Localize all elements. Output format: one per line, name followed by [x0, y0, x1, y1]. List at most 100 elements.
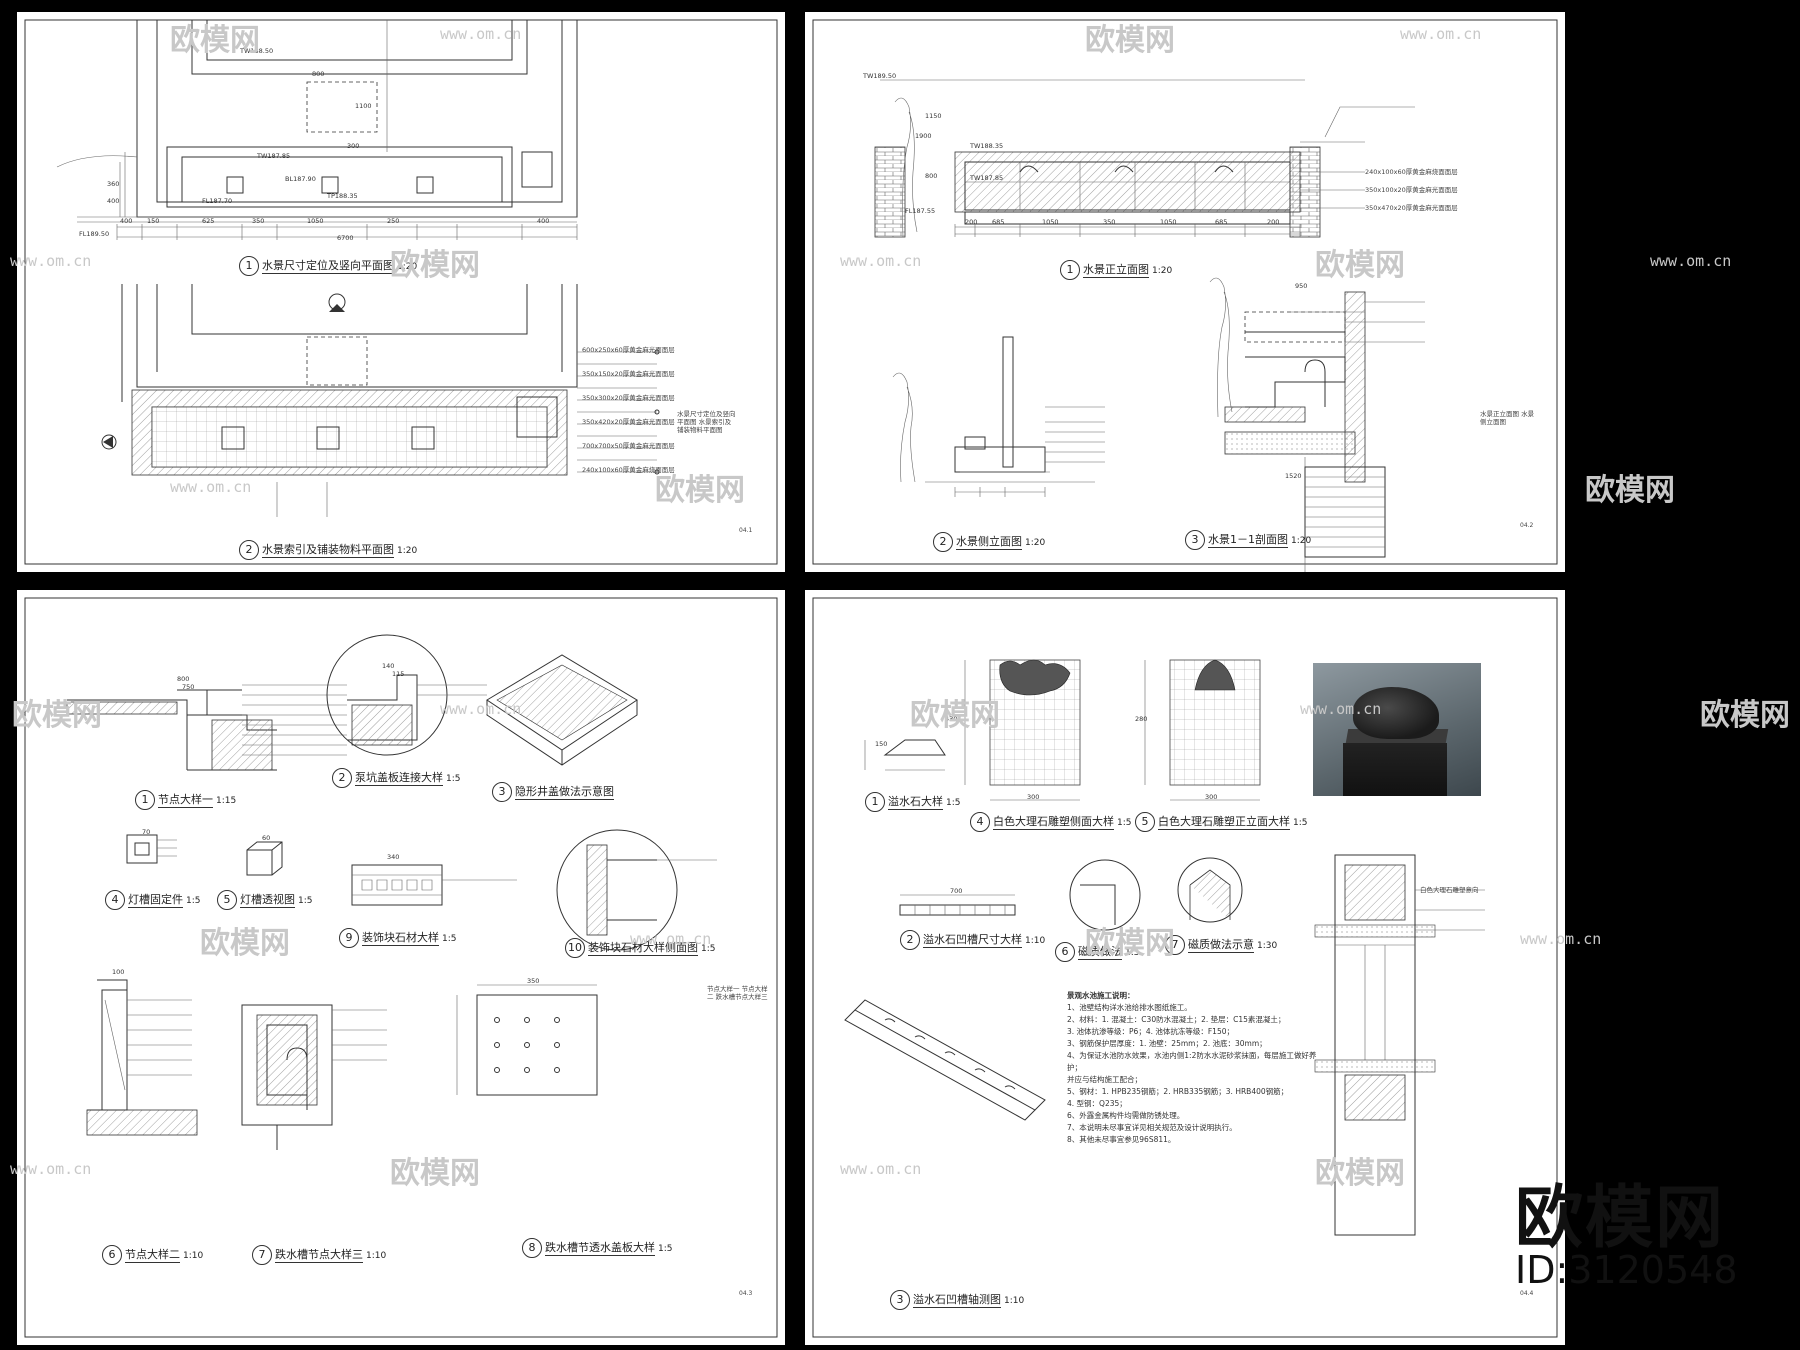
- note-line: 6、外露金属构件均需做防锈处理。: [1067, 1111, 1185, 1120]
- level-label: TW189.50: [863, 72, 897, 80]
- note-line: 2、材料：1. 混凝土：C30防水混凝土；2. 垫层：C15素混凝土；: [1067, 1015, 1286, 1024]
- drawing-number: 2: [332, 768, 352, 788]
- drawing-number: 5: [217, 890, 237, 910]
- material-note: 白色大理石雕塑意向: [1420, 886, 1479, 894]
- dim-label: 625: [202, 217, 215, 225]
- watermark-url: www.om.cn: [1650, 252, 1732, 270]
- dim-label: 1520: [1285, 472, 1302, 480]
- dim-label: 400: [107, 197, 120, 205]
- drawing-scale: 1:20: [397, 262, 418, 272]
- dim-label: 340: [387, 853, 400, 861]
- drawing-number: 8: [522, 1238, 542, 1258]
- drawing-label: 隐形井盖做法示意图: [515, 785, 614, 800]
- drawing-number: 2: [933, 532, 953, 552]
- brand-logo: 欧模网: [1515, 1179, 1726, 1258]
- drawing-number: 4: [970, 812, 990, 832]
- dim-label: 950: [1295, 282, 1308, 290]
- drawing-label: 跌水槽节点大样三: [275, 1248, 363, 1263]
- note-line: 4、为保证水池防水效果，水池内侧1:2防水水泥砂浆抹面，每层施工做好养护；: [1067, 1051, 1317, 1072]
- drawing-scale: 1:5: [446, 774, 461, 784]
- material-note: 350x470x20厚黄金麻光面面层: [1365, 204, 1458, 212]
- note-line: 7、本说明未尽事宜详见相关规范及设计说明执行。: [1067, 1123, 1237, 1132]
- drawing-label: 磁质做法: [1078, 945, 1122, 960]
- dim-label: 1050: [1160, 218, 1177, 226]
- level-label: TW187.85: [257, 152, 291, 160]
- drawing-scale: 1:5: [1117, 818, 1132, 828]
- drawing-label: 水景尺寸定位及竖向平面图: [262, 259, 394, 274]
- drawing-scale: 1:5: [1293, 818, 1308, 828]
- level-label: TW187.85: [970, 174, 1004, 182]
- sheet-number: 04.4: [1520, 1290, 1534, 1297]
- brand-id: ID:3120548: [1515, 1248, 1738, 1292]
- dim-label: 1050: [1042, 218, 1059, 226]
- dim-label: 800: [177, 675, 190, 683]
- drawing-label: 泵坑盖板连接大样: [355, 771, 443, 786]
- drawing-label: 溢水石凹槽轴测图: [913, 1293, 1001, 1308]
- drawing-number: 6: [1055, 942, 1075, 962]
- sheet-number: 04.2: [1520, 522, 1534, 529]
- drawing-scale: 1:10: [366, 1251, 387, 1261]
- drawing-number: 3: [492, 782, 512, 802]
- drawing-label: 溢水石凹槽尺寸大样: [923, 933, 1022, 948]
- drawing-scale: 1:5: [186, 896, 201, 906]
- dim-label: 685: [992, 218, 1005, 226]
- drawing-label: 节点大样一: [158, 793, 213, 808]
- material-note: 350x150x20厚黄金麻光面面层: [582, 370, 675, 378]
- dim-label: 100: [112, 968, 125, 976]
- dim-label: 300: [1027, 793, 1040, 801]
- drawing-scale: 1:20: [1291, 536, 1312, 546]
- material-note: 350x300x20厚黄金麻光面面层: [582, 394, 675, 402]
- drawing-number: 2: [900, 930, 920, 950]
- drawing-number: 3: [1185, 530, 1205, 550]
- dim-label: 750: [182, 683, 195, 691]
- dim-label: 140: [382, 662, 395, 670]
- drawing-scale: 1:30: [1257, 941, 1278, 951]
- dim-label: 250: [387, 217, 400, 225]
- material-note: 350x420x20厚黄金麻光面面层: [582, 418, 675, 426]
- drawing-label: 白色大理石雕塑正立面大样: [1158, 815, 1290, 830]
- drawing-label: 装饰块石材大样侧面图: [588, 941, 698, 956]
- drawing-scale: 1:20: [1152, 266, 1173, 276]
- drawing-number: 1: [1060, 260, 1080, 280]
- drawing-label: 水景1－1剖面图: [1208, 533, 1288, 548]
- dim-label: 115: [392, 670, 405, 678]
- drawing-number: 4: [105, 890, 125, 910]
- drawing-scale: 1:5: [442, 934, 457, 944]
- drawing-scale: 1:5: [298, 896, 313, 906]
- level-label: FL189.50: [79, 230, 110, 238]
- dim-label: 6700: [337, 234, 354, 242]
- note-line: 5、钢材：1. HPB235钢筋；2. HRB335钢筋；3. HRB400钢筋…: [1067, 1087, 1289, 1096]
- dim-label: 800: [925, 172, 938, 180]
- dim-label: 280: [1135, 715, 1148, 723]
- level-label: TW188.35: [970, 142, 1004, 150]
- drawing-number: 3: [890, 1290, 910, 1310]
- dim-label: 200: [1267, 218, 1280, 226]
- drawing-number: 1: [865, 792, 885, 812]
- dim-label: 350: [252, 217, 265, 225]
- drawing-scale: 1:5: [1125, 948, 1140, 958]
- drawing-number: 9: [339, 928, 359, 948]
- drawing-number: 6: [102, 1245, 122, 1265]
- drawing-scale: 1:20: [397, 546, 418, 556]
- sheet-number: 04.1: [739, 527, 753, 534]
- drawing-number: 1: [239, 256, 259, 276]
- dim-label: 360: [107, 180, 120, 188]
- sculpture-photo: [1313, 663, 1481, 796]
- drawing-label: 灯槽透视图: [240, 893, 295, 908]
- level-label: BL187.90: [285, 175, 316, 183]
- dim-label: 700: [950, 887, 963, 895]
- dim-label: 60: [262, 834, 271, 842]
- side-note: 水景尺寸定位及竖向平面图 水景索引及铺装物料平面图: [677, 410, 736, 434]
- material-note: 600x250x60厚黄金麻光面面层: [582, 346, 675, 354]
- level-label: TW188.50: [240, 47, 274, 55]
- side-note: 水景正立面图 水景侧立面图: [1480, 410, 1535, 426]
